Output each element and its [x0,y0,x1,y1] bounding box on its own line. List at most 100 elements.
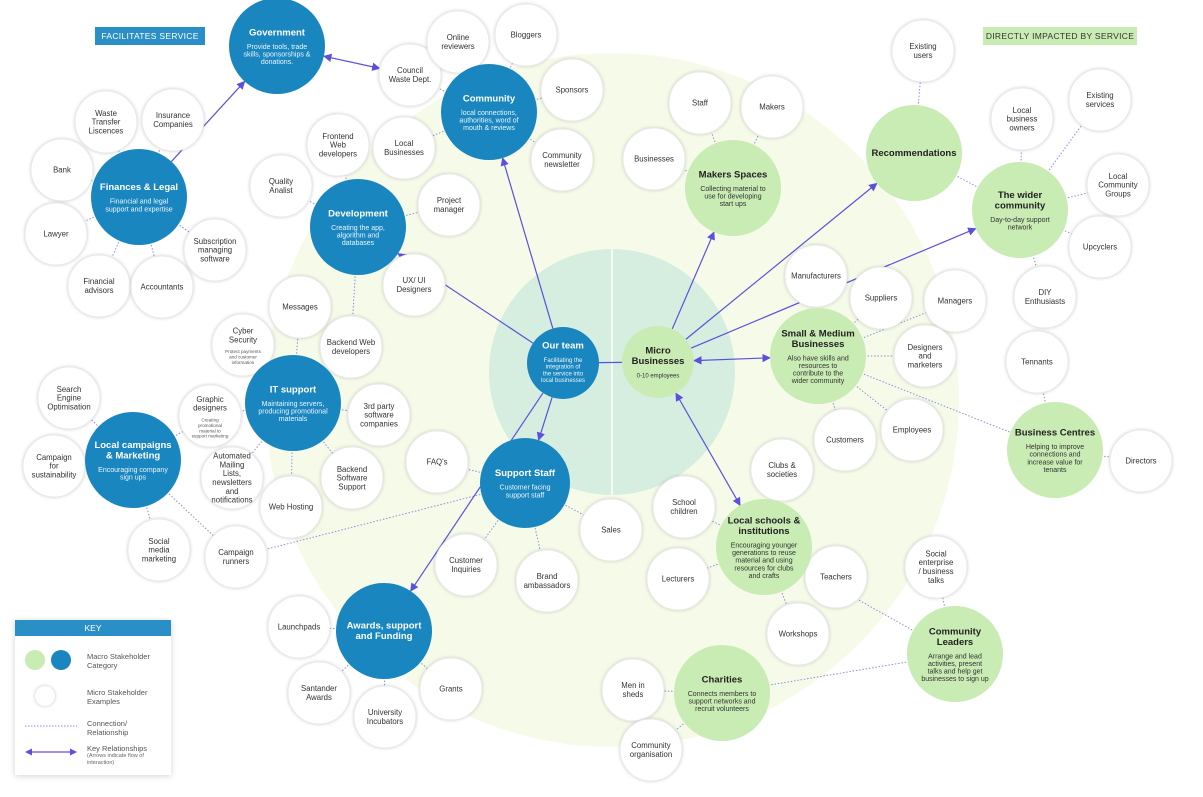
micro-label: Teachers [820,573,852,582]
micro-managers: Managers [923,269,987,333]
key-connection-label: Connection/ Relationship [87,719,129,737]
micro-grants: Grants [419,657,483,721]
macro-title: Community [463,93,516,104]
micro-label: Managers [938,297,973,306]
macro-title: Government [249,27,306,38]
micro-label: Customers [826,436,864,445]
micro-suppliers: Suppliers [849,266,913,330]
micro-label: Directors [1125,457,1156,466]
key-relationship-arrow [323,53,381,71]
micro-label: Sponsors [556,86,589,95]
blue-circle-swatch [51,650,71,670]
macro-title: Support Staff [495,468,556,479]
key-micro-label: Micro Stakeholder Examples [87,688,148,706]
micro-bloggers: Bloggers [494,3,558,67]
dotted-line-swatch [25,725,77,727]
macro-title: Local campaigns& Marketing [94,440,171,462]
micro-clubs: Clubs &societies [750,438,814,502]
macro-title: Business Centres [1015,428,1095,439]
micro-workshops: Workshops [766,602,830,666]
key-relationship-label: Key Relationships [87,744,148,753]
micro-label: Lecturers [662,575,695,584]
key-relationship-arrow [500,157,554,329]
micro-label: Suppliers [865,294,898,303]
micro-label: Bloggers [511,31,542,40]
key-relationship-arrow [671,231,715,330]
macro-title: Charities [702,674,743,685]
micro-label: Launchpads [278,623,321,632]
micro-directors: Directors [1109,429,1173,493]
key-title: KEY [15,620,171,636]
key-macro-label: Macro Stakeholder Category [87,652,150,670]
micro-label: Workshops [779,630,818,639]
macro-recommend: Recommendations [866,105,962,201]
connection-line [235,482,526,558]
micro-staff: Staff [668,71,732,135]
key-legend: KEY Macro Stakeholder Category Micro Sta… [15,620,171,775]
key-relationship-arrow [536,397,553,441]
micro-sponsors: Sponsors [540,58,604,122]
micro-label: Bank [53,166,71,175]
micro-label: Makers [759,103,785,112]
micro-manufacturers: Manufacturers [784,244,848,308]
micro-accountants: Accountants [130,255,194,319]
micro-label: Accountants [141,283,184,292]
macro-title: Finances & Legal [100,182,178,193]
micro-upcyclers: Upcyclers [1068,215,1132,279]
micro-label: Tennants [1021,358,1053,367]
white-circle-swatch [35,686,55,706]
micro-businesses: Businesses [622,127,686,191]
